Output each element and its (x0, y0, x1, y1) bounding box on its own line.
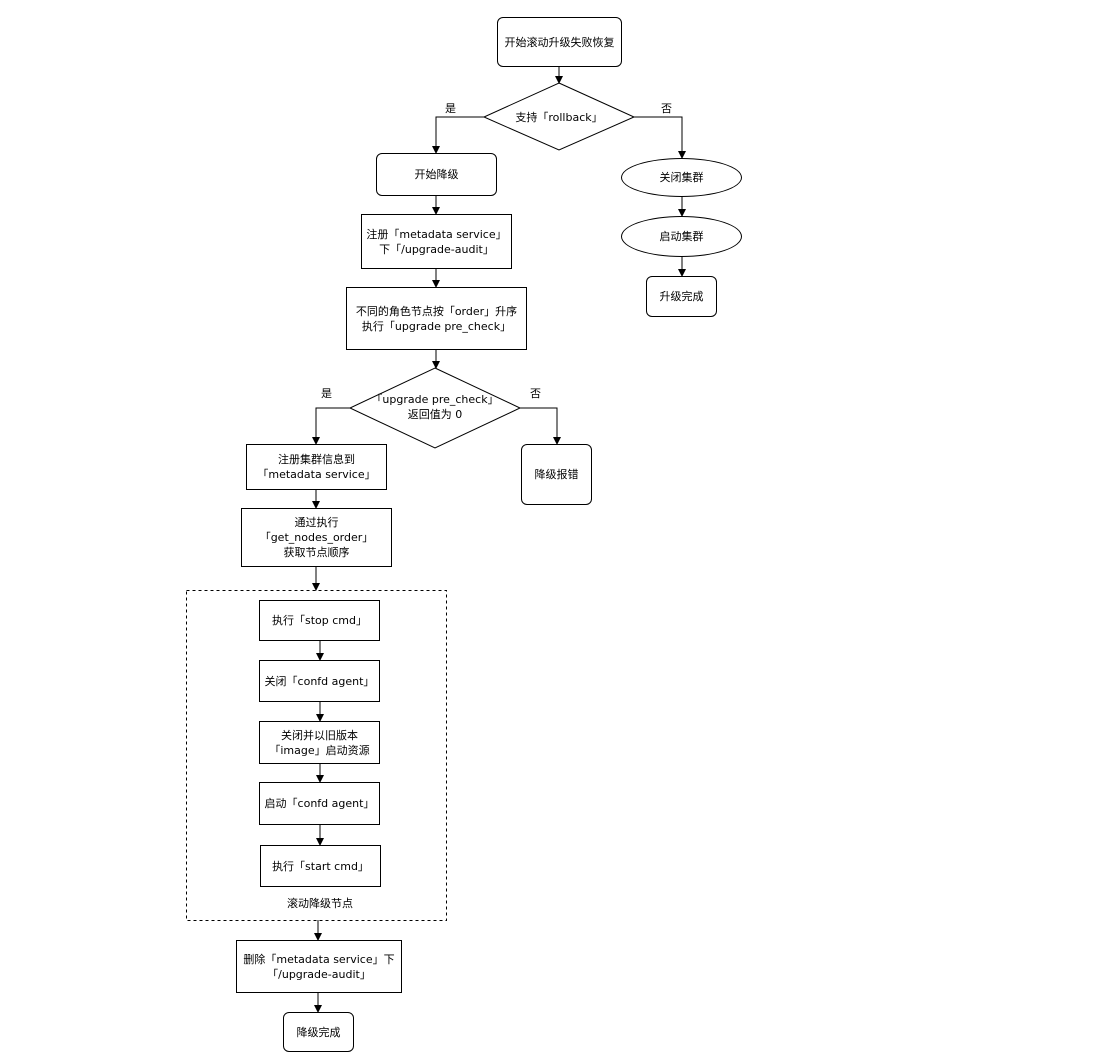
register-cluster-node: 注册集群信息到 「metadata service」 (246, 444, 387, 490)
support-rollback-label: 支持「rollback」 (515, 110, 603, 124)
support-rollback-diamond (482, 82, 636, 151)
upgrade-done-node: 升级完成 (646, 276, 717, 317)
stop-agent-node: 关闭「confd agent」 (259, 660, 380, 702)
pre-check-result-label: 「upgrade pre_check」 返回值为 0 (371, 393, 499, 421)
rolling-group-label: 滚动降级节点 (287, 896, 353, 910)
start-cmd-node: 执行「start cmd」 (260, 845, 381, 887)
pre-check-node: 不同的角色节点按「order」升序 执行「upgrade pre_check」 (346, 287, 527, 350)
stop-cmd-node: 执行「stop cmd」 (259, 600, 380, 641)
rolling-group-border (186, 590, 447, 921)
edge-rollback-yes (432, 116, 484, 154)
precheck-no-label: 否 (530, 387, 541, 400)
downgrade-done-node: 降级完成 (283, 1012, 354, 1052)
close-cluster-node: 关闭集群 (621, 158, 742, 197)
delete-audit-node: 删除「metadata service」下 「/upgrade-audit」 (236, 940, 402, 993)
precheck-yes-label: 是 (321, 387, 332, 400)
register-audit-node: 注册「metadata service」 下「/upgrade-audit」 (361, 214, 512, 269)
edge-precheck-yes (312, 407, 350, 445)
start-agent-node: 启动「confd agent」 (259, 782, 380, 825)
start-cluster-node: 启动集群 (621, 216, 742, 257)
get-order-node: 通过执行 「get_nodes_order」 获取节点顺序 (241, 508, 392, 567)
pre-check-result-diamond (348, 367, 522, 449)
downgrade-error-node: 降级报错 (521, 444, 592, 505)
rollback-yes-label: 是 (445, 102, 456, 115)
edge-precheck-no (520, 407, 561, 445)
restart-image-node: 关闭并以旧版本 「image」启动资源 (259, 721, 380, 764)
rollback-no-label: 否 (661, 102, 672, 115)
start-node: 开始滚动升级失败恢复 (497, 17, 622, 67)
edge-rollback-no (634, 116, 686, 159)
start-downgrade-node: 开始降级 (376, 153, 497, 196)
